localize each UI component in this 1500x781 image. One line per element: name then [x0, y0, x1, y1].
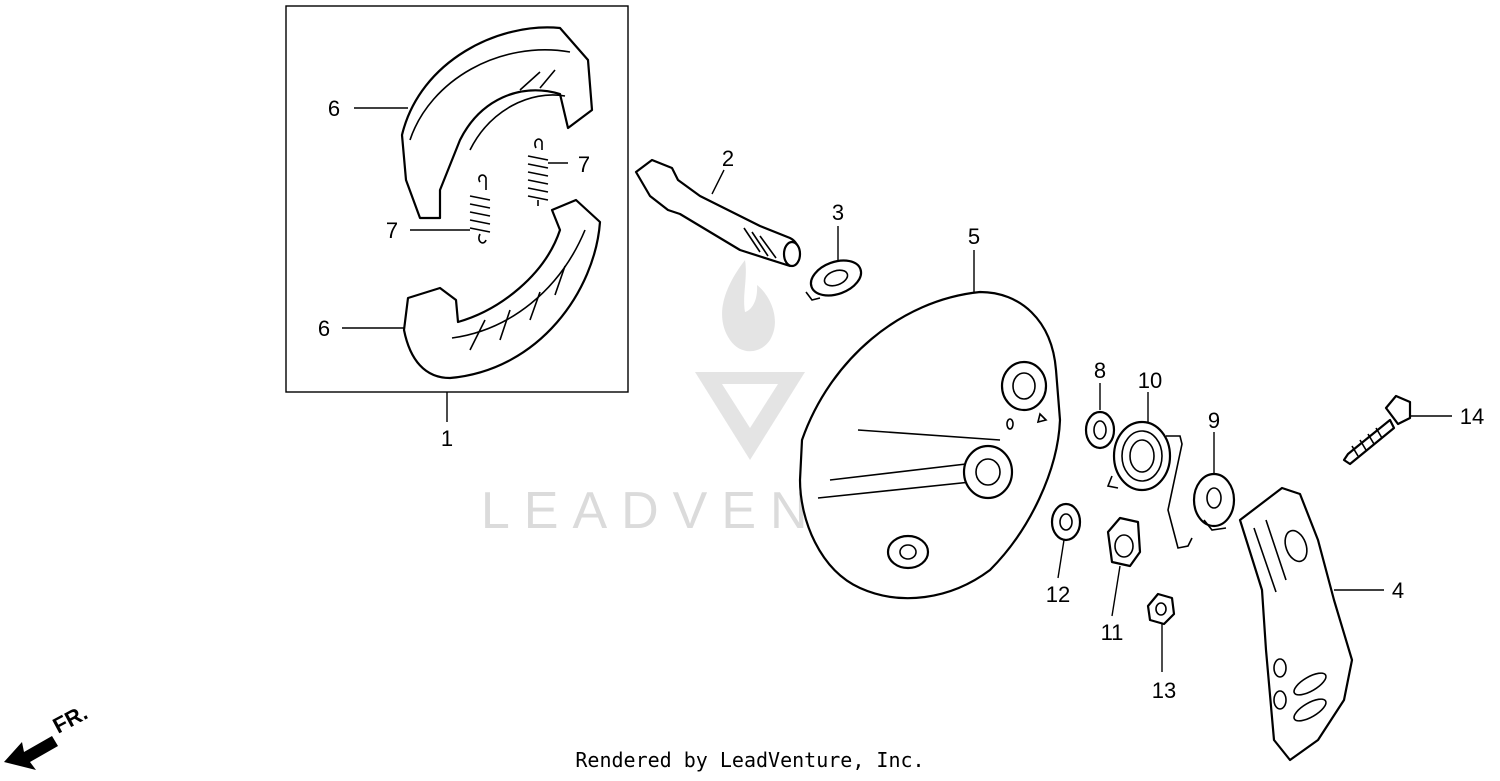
brake-panel[interactable]	[798, 290, 1062, 600]
wear-indicator-plate[interactable]	[805, 254, 866, 302]
callout-13: 13	[1152, 678, 1176, 703]
nut[interactable]	[1146, 592, 1176, 626]
plain-washer[interactable]	[1050, 502, 1082, 542]
callout-9: 9	[1208, 408, 1220, 433]
brake-arm[interactable]	[1238, 486, 1354, 762]
watermark-v-icon	[695, 372, 805, 460]
return-spring[interactable]	[1106, 420, 1193, 549]
front-arrow-icon	[4, 736, 58, 770]
callout-7-right: 7	[578, 152, 590, 177]
callout-12: 12	[1046, 582, 1070, 607]
callout-8: 8	[1094, 358, 1106, 383]
callout-1: 1	[441, 426, 453, 451]
brake-shoe-set-box	[285, 5, 629, 393]
callout-2: 2	[722, 146, 734, 171]
callout-3: 3	[832, 200, 844, 225]
callout-7-left: 7	[386, 218, 398, 243]
callout-6-upper: 6	[328, 96, 340, 121]
indicator-washer[interactable]	[1192, 472, 1236, 531]
front-label: FR.	[49, 700, 92, 739]
brake-spring-left[interactable]	[469, 174, 491, 244]
callout-6-lower: 6	[318, 316, 330, 341]
callout-10: 10	[1138, 368, 1162, 393]
flange-nut[interactable]	[1106, 516, 1142, 568]
brake-spring-right[interactable]	[527, 138, 549, 206]
rendered-by-footer: Rendered by LeadVenture, Inc.	[575, 748, 925, 772]
callout-4: 4	[1392, 578, 1404, 603]
watermark-flame-icon	[722, 260, 775, 352]
callout-14: 14	[1460, 404, 1484, 429]
brake-shoe-upper[interactable]	[400, 26, 594, 220]
flange-bolt[interactable]	[1342, 394, 1412, 466]
brake-shoe-lower[interactable]	[402, 198, 602, 380]
brake-cam[interactable]	[634, 158, 802, 268]
callout-11: 11	[1101, 620, 1124, 645]
dust-seal[interactable]	[1084, 410, 1116, 450]
callout-5: 5	[968, 224, 980, 249]
